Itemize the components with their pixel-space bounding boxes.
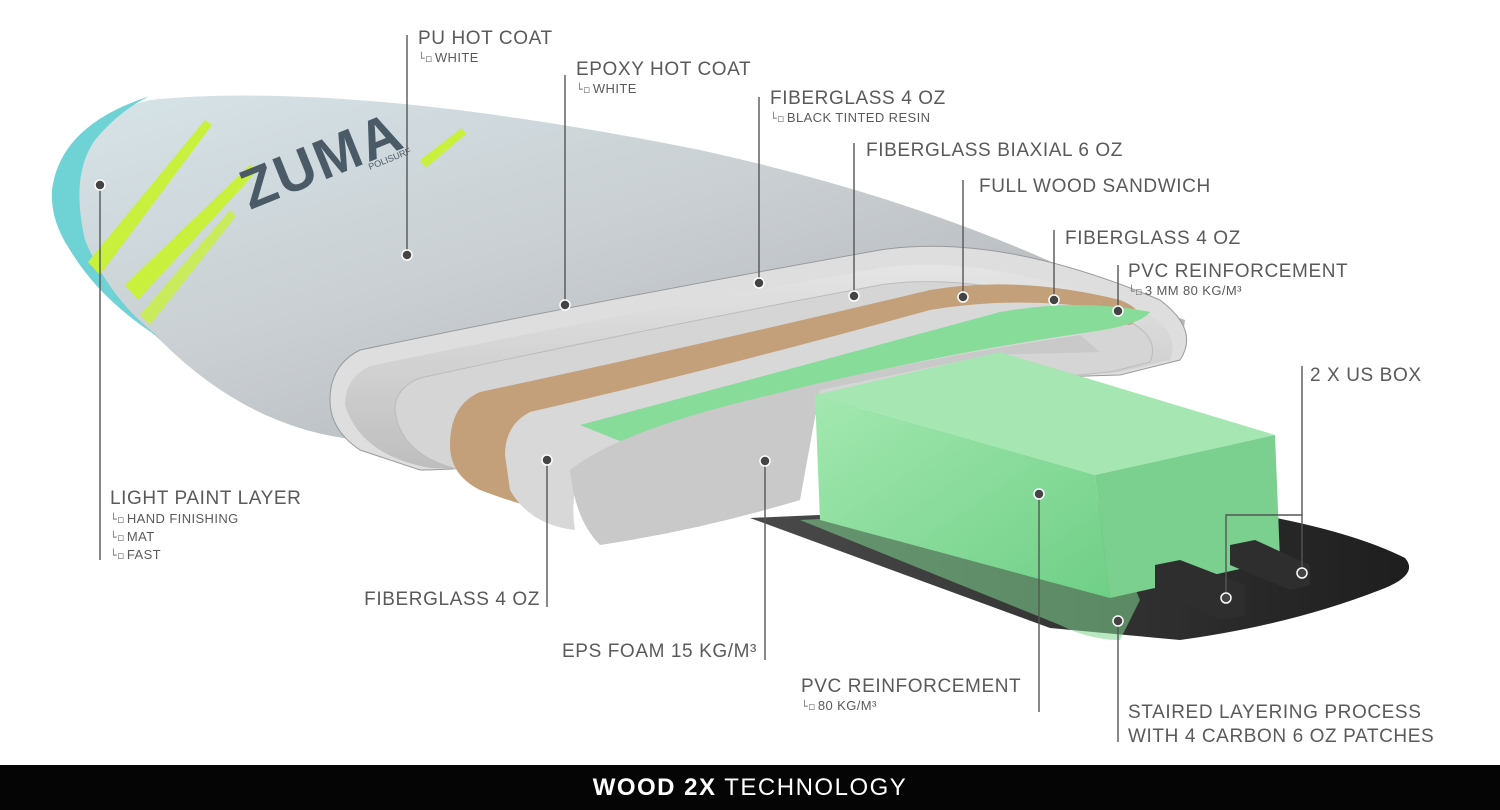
label-eps-foam: EPS FOAM 15 KG/M³	[562, 641, 757, 662]
marker-dot	[1033, 488, 1045, 500]
pvc-reinforcement-block-front	[815, 395, 1110, 598]
sublabel-pu-hot-coat: └▫WHITE	[418, 50, 479, 65]
label-pu-hot-coat: PU HOT COAT	[418, 28, 553, 49]
pvc-reinforcement-block-top	[815, 352, 1275, 475]
sublabel-text: WHITE	[592, 81, 637, 96]
marker-dot	[1112, 615, 1124, 627]
sublabel-fiberglass-top: └▫BLACK TINTED RESIN	[770, 110, 931, 125]
leader-us-box-a	[1225, 514, 1302, 598]
sublabel-text: WHITE	[434, 50, 479, 65]
marker-dot	[94, 179, 106, 191]
label-wood-sandwich: FULL WOOD SANDWICH	[979, 176, 1211, 197]
label-light-paint: LIGHT PAINT LAYER	[110, 488, 302, 509]
marker-dot	[957, 291, 969, 303]
deck-stripe	[88, 120, 212, 275]
deck-stripe	[125, 165, 258, 300]
footer-title-rest: TECHNOLOGY	[716, 774, 908, 801]
marker-dot	[753, 277, 765, 289]
label-fiberglass-top: FIBERGLASS 4 OZ	[770, 88, 946, 109]
marker-dot	[1220, 592, 1232, 604]
sublabel-text: FAST	[126, 547, 161, 562]
label-fiberglass-mid: FIBERGLASS 4 OZ	[1065, 228, 1241, 249]
sublabel-light-paint-1: └▫HAND FINISHING	[110, 511, 239, 526]
label-fiberglass-biaxial: FIBERGLASS BIAXIAL 6 OZ	[866, 140, 1124, 161]
label-us-box: 2 X US BOX	[1310, 365, 1422, 386]
marker-dot	[1112, 305, 1124, 317]
us-box	[1230, 540, 1310, 590]
leader-lines	[99, 35, 1303, 742]
sublabel-text: MAT	[126, 529, 155, 544]
label-fiberglass-bottom: FIBERGLASS 4 OZ	[364, 589, 540, 610]
footer-title-bold: WOOD 2X	[592, 774, 717, 801]
sublabel-light-paint-2: └▫MAT	[110, 529, 155, 544]
sublabel-pvc-top: └▫3 MM 80 KG/M³	[1128, 283, 1242, 298]
sublabel-text: 80 KG/M³	[817, 698, 877, 713]
label-pvc-top: PVC REINFORCEMENT	[1128, 261, 1349, 282]
sublabel-text: BLACK TINTED RESIN	[786, 110, 931, 125]
label-epoxy-hot-coat: EPOXY HOT COAT	[576, 59, 752, 80]
marker-dot	[1048, 294, 1060, 306]
sublabel-text: 3 MM 80 KG/M³	[1144, 283, 1242, 298]
marker-dot	[1296, 567, 1308, 579]
marker-dot	[848, 290, 860, 302]
sublabel-epoxy-hot-coat: └▫WHITE	[576, 81, 637, 96]
marker-dot	[759, 455, 771, 467]
sublabel-light-paint-3: └▫FAST	[110, 547, 161, 562]
deck-stripe	[140, 210, 236, 325]
marker-dot	[559, 299, 571, 311]
us-box	[1155, 560, 1245, 620]
leader-dots	[94, 179, 1308, 627]
label-staired-line1: STAIRED LAYERING PROCESS	[1128, 702, 1422, 723]
marker-dot	[541, 454, 553, 466]
deck-stripe	[420, 128, 466, 168]
label-staired-line2: WITH 4 CARBON 6 OZ PATCHES	[1128, 726, 1435, 747]
board-cross-section-illustration: ZUMA POLISURF	[51, 35, 1410, 742]
marker-dot	[401, 249, 413, 261]
sublabel-text: HAND FINISHING	[126, 511, 239, 526]
eps-foam-core	[570, 335, 1100, 545]
board-rail	[51, 96, 160, 338]
sublabel-pvc-bottom: └▫80 KG/M³	[801, 698, 877, 713]
label-pvc-bottom: PVC REINFORCEMENT	[801, 676, 1022, 697]
footer-banner: WOOD 2X TECHNOLOGY	[0, 765, 1500, 810]
